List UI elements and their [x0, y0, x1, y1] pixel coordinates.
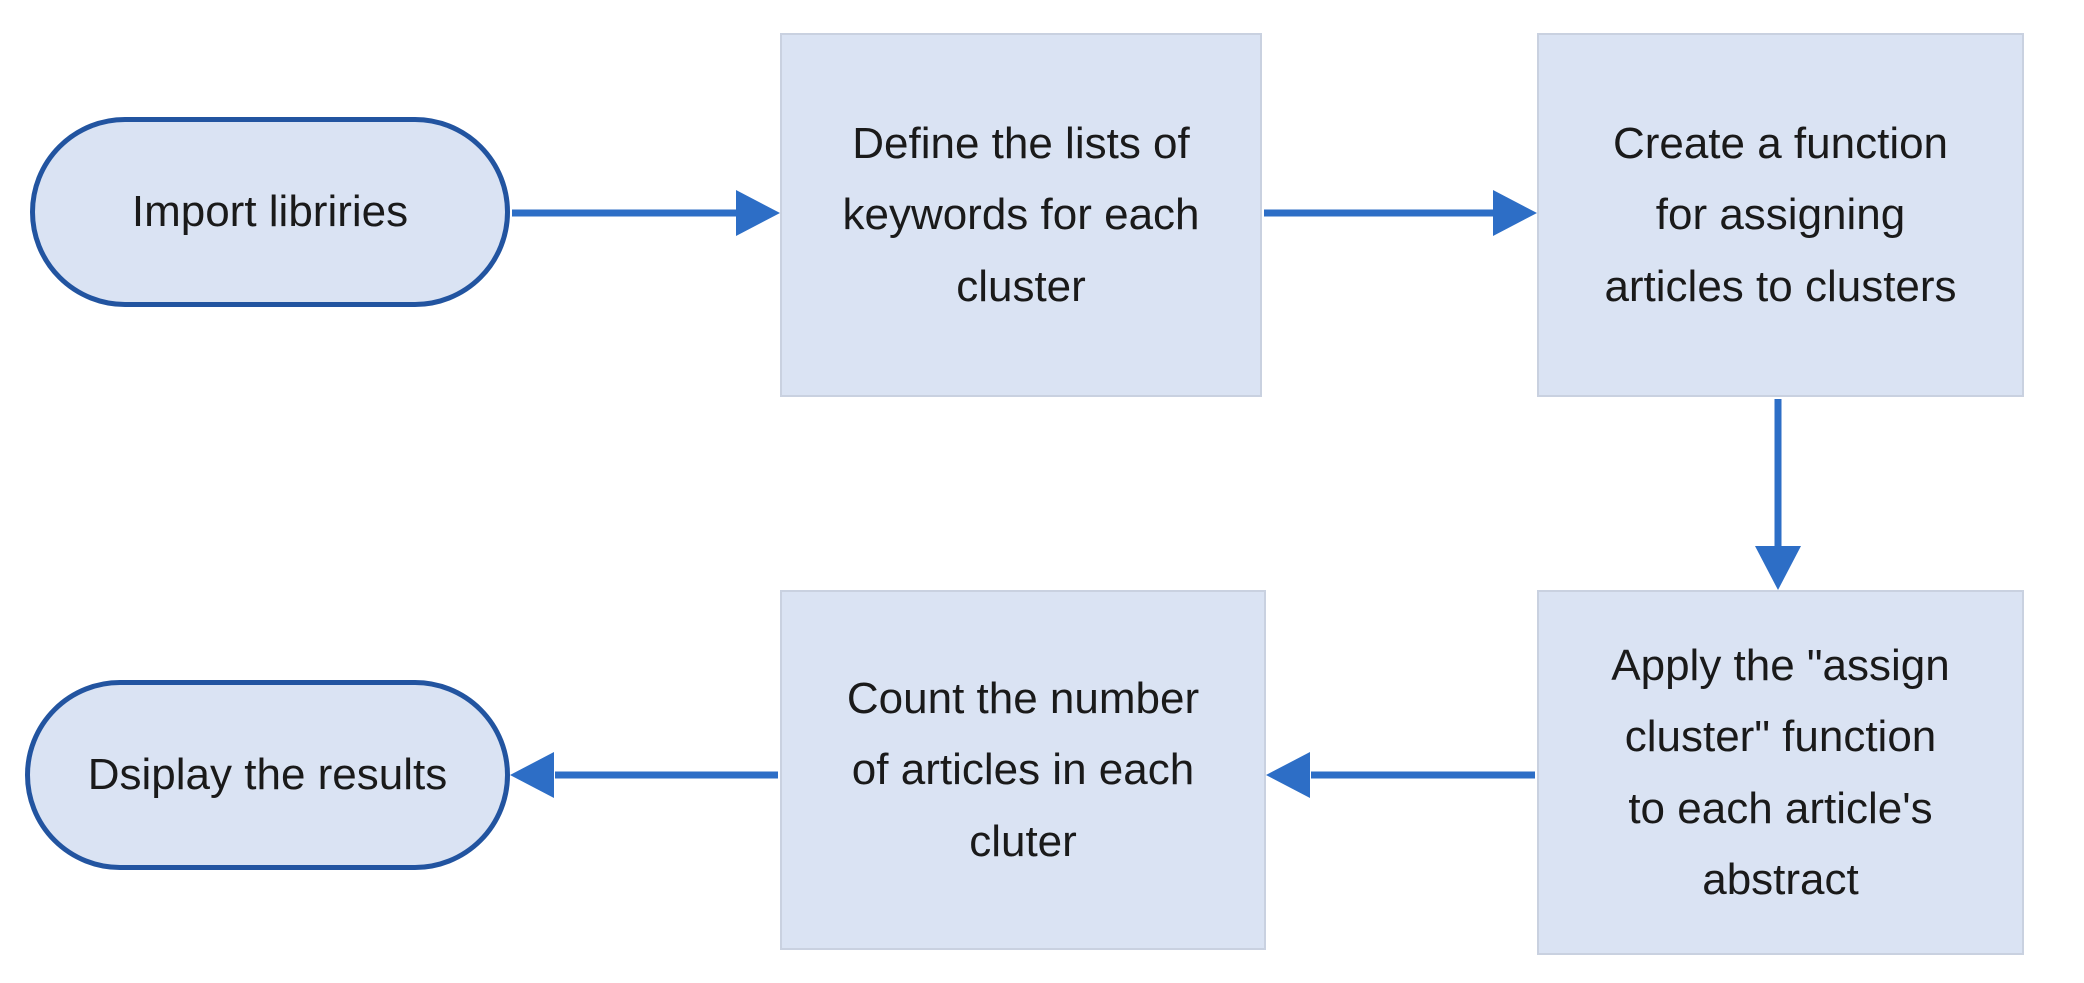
node-define-keyword-lists-label: Define the lists of keywords for each cl…	[842, 119, 1200, 311]
node-import-libraries-label: Import libriries	[131, 186, 409, 236]
node-define-keyword-lists: Define the lists of keywords for each cl…	[780, 33, 1262, 397]
arrow-import-to-define	[512, 190, 780, 236]
node-create-assign-function-label: Create a function for assigning articles…	[1604, 119, 1957, 311]
node-count-articles: Count the number of articles in each clu…	[780, 590, 1266, 950]
arrow-create-to-apply	[1755, 399, 1801, 590]
node-count-articles-label: Count the number of articles in each clu…	[846, 674, 1200, 866]
arrow-define-to-create	[1264, 190, 1537, 236]
node-apply-assign-cluster-label: Apply the "assign cluster" function to e…	[1611, 640, 1950, 904]
node-import-libraries: Import libriries	[30, 117, 510, 307]
node-display-results: Dsiplay the results	[25, 680, 510, 870]
arrow-apply-to-count	[1266, 752, 1535, 798]
node-display-results-label: Dsiplay the results	[87, 749, 448, 799]
node-apply-assign-cluster: Apply the "assign cluster" function to e…	[1537, 590, 2024, 955]
node-create-assign-function: Create a function for assigning articles…	[1537, 33, 2024, 397]
arrow-count-to-display	[510, 752, 778, 798]
